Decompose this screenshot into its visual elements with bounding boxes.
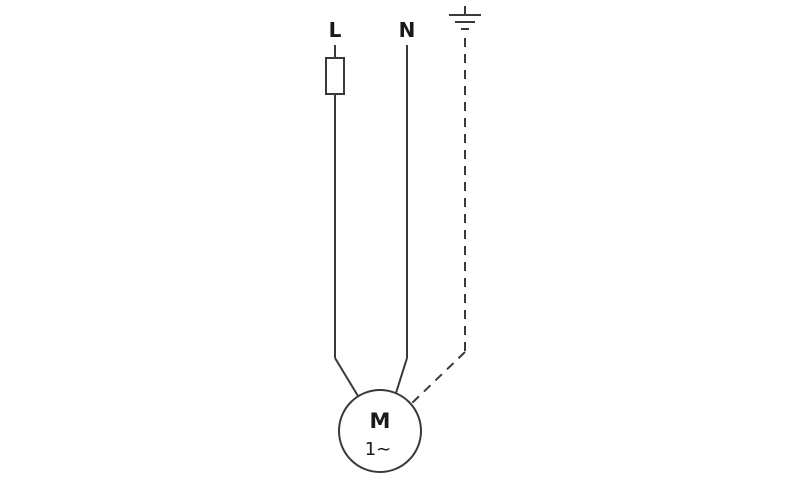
motor-phase-label: 1∼ xyxy=(365,439,392,460)
line-l-label: L xyxy=(329,18,342,42)
line-l-wire-diagonal xyxy=(334,357,359,397)
earth-ground-icon xyxy=(449,6,481,30)
motor-circle xyxy=(338,389,422,473)
motor-label: M xyxy=(370,409,391,433)
neutral-wire-diagonal xyxy=(395,357,408,394)
neutral-n-label: N xyxy=(399,18,416,42)
fuse-icon xyxy=(325,57,345,95)
ground-wire-dashed-diagonal xyxy=(410,351,466,405)
